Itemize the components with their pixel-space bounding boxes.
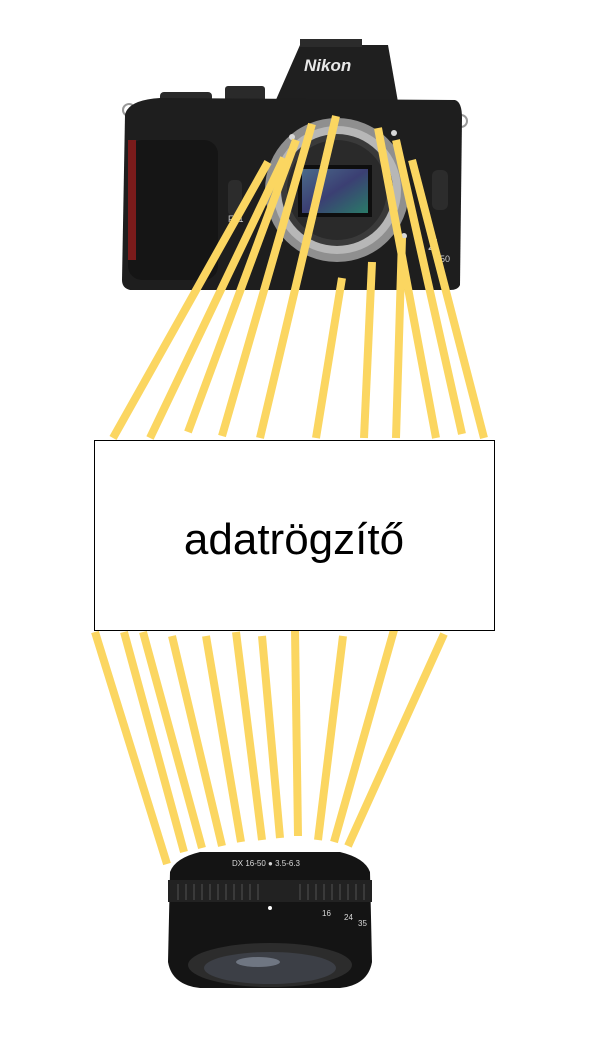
wire [392, 139, 466, 435]
wire [120, 630, 188, 854]
wire [312, 277, 346, 439]
wire [184, 138, 300, 434]
wire [139, 630, 206, 850]
wire [146, 156, 288, 440]
wire [91, 630, 171, 866]
wire [202, 635, 245, 843]
wire [218, 122, 316, 438]
lens-ring-text: DX 16-50 ● 3.5-6.3 [232, 859, 301, 868]
camera-brand-label: Nikon [304, 56, 351, 75]
wires-recorder-to-lens [91, 628, 448, 866]
wire [109, 160, 272, 440]
focal-mark-24: 24 [344, 913, 353, 922]
lens-image: DX 16-50 ● 3.5-6.3 16 24 35 [168, 852, 372, 988]
wire [408, 158, 488, 440]
wire [314, 635, 347, 841]
wire [256, 115, 340, 439]
data-recorder-box: adatrögzítő [94, 440, 495, 631]
focal-mark-16: 16 [322, 909, 331, 918]
wire [330, 628, 398, 844]
wire [360, 261, 376, 439]
wire [291, 629, 302, 837]
wires-camera-to-recorder [109, 115, 488, 440]
wire [344, 632, 448, 848]
wire [258, 635, 284, 839]
focal-mark-35: 35 [358, 919, 367, 928]
model-number-label: 50 [440, 254, 450, 264]
wire [168, 635, 226, 847]
wire [232, 631, 266, 841]
wire [374, 127, 440, 439]
recorder-label: adatrögzítő [184, 515, 404, 564]
